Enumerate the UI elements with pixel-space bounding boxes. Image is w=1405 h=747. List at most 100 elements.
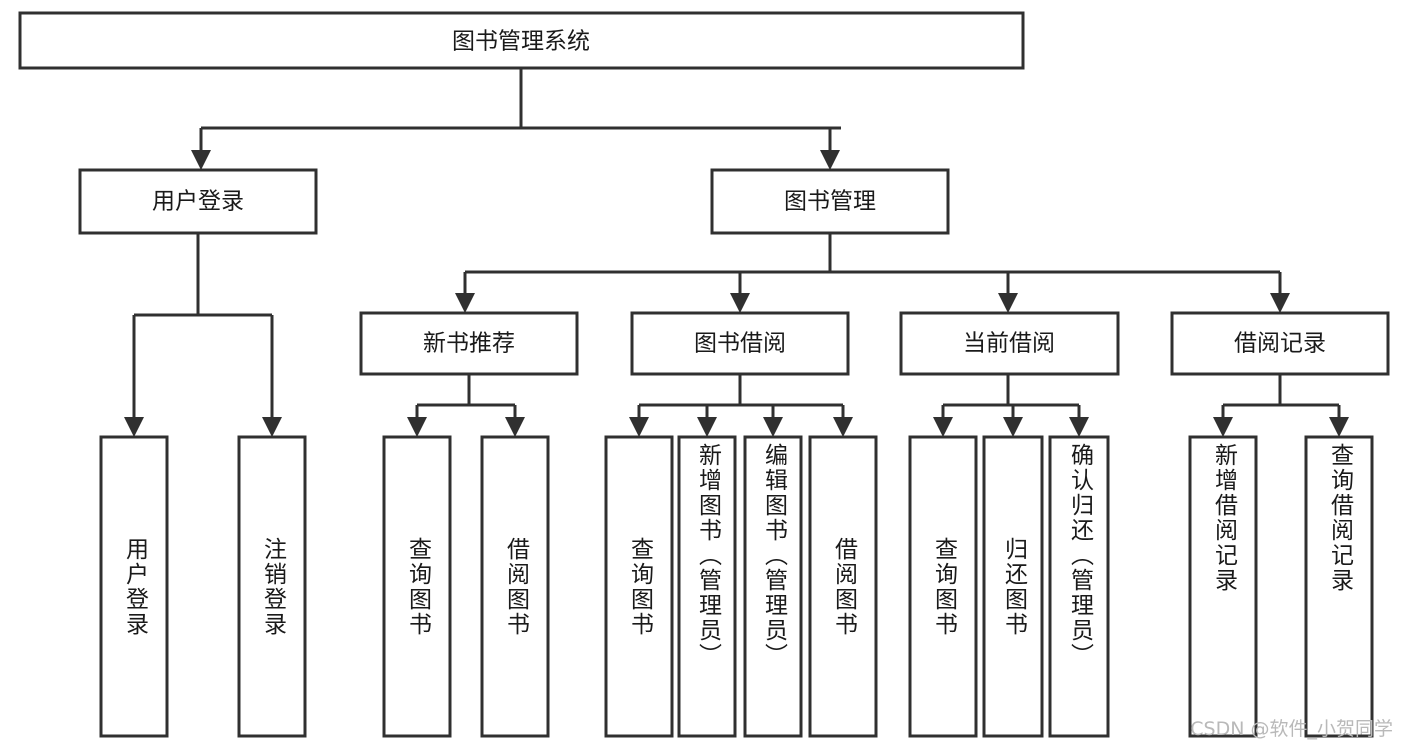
node-leaf-query-book-2-box[interactable] xyxy=(604,435,674,738)
node-leaf-return-book-label-box: 归还图书 xyxy=(984,437,1042,736)
arrowhead-user-login xyxy=(191,150,211,170)
node-leaf-edit-book-label: 编辑图书（管理员） xyxy=(760,443,787,668)
node-borrow-record-label: 借阅记录 xyxy=(1234,331,1326,357)
arrowhead-leaf-edit-book xyxy=(763,417,783,437)
node-leaf-borrow-book-2-label: 借阅图书 xyxy=(830,536,857,637)
arrowhead-leaf-query-book-2 xyxy=(629,417,649,437)
node-leaf-user-login[interactable]: 用户登录 xyxy=(99,435,169,738)
node-borrow-record[interactable]: 借阅记录 xyxy=(1170,311,1390,376)
node-leaf-borrow-book-1[interactable]: 借阅图书 xyxy=(480,435,550,738)
arrowhead-leaf-return-book xyxy=(1003,417,1023,437)
node-leaf-return-book-label-wrap: 归还图书 xyxy=(984,437,1042,736)
node-leaf-confirm-return[interactable]: 确认归还（管理员） xyxy=(1048,435,1110,738)
node-leaf-add-book-label: 新增图书（管理员） xyxy=(694,443,721,668)
node-leaf-query-book-3-label-box: 查询图书 xyxy=(910,437,976,736)
arrowhead-leaf-borrow-book-1 xyxy=(505,417,525,437)
arrowhead-leaf-query-book-1 xyxy=(407,417,427,437)
node-leaf-borrow-book-2-label-box: 借阅图书 xyxy=(810,437,876,736)
node-current-borrow-box[interactable] xyxy=(899,311,1120,376)
node-root-label: 图书管理系统 xyxy=(452,29,590,55)
node-leaf-user-login-box[interactable] xyxy=(99,435,169,738)
node-leaf-query-record-box[interactable] xyxy=(1304,435,1374,738)
node-new-book-rec-box[interactable] xyxy=(359,311,579,376)
node-leaf-logout-label: 注销登录 xyxy=(259,536,286,637)
node-root-box[interactable] xyxy=(18,11,1025,70)
arrowhead-borrow-record xyxy=(1270,293,1290,313)
node-current-borrow-label: 当前借阅 xyxy=(963,331,1055,357)
node-book-borrow-box[interactable] xyxy=(630,311,850,376)
node-leaf-query-book-2-label-box: 查询图书 xyxy=(606,437,672,736)
arrowhead-leaf-user-login xyxy=(124,417,144,437)
node-leaf-add-book-box[interactable] xyxy=(677,435,737,738)
node-leaf-confirm-return-label-wrap: 确认归还（管理员） xyxy=(1050,437,1108,736)
node-leaf-logout-box[interactable] xyxy=(237,435,307,738)
node-new-book-rec[interactable]: 新书推荐 xyxy=(359,311,579,376)
node-leaf-query-book-1[interactable]: 查询图书 xyxy=(382,435,452,738)
node-leaf-query-book-3-label: 查询图书 xyxy=(930,536,957,637)
arrowhead-leaf-confirm-return xyxy=(1069,417,1089,437)
node-layer: 图书管理系统 用户登录 图书管理 新书推荐 图书借阅 当前 xyxy=(18,11,1390,376)
node-user-login[interactable]: 用户登录 xyxy=(78,168,318,235)
node-leaf-borrow-book-1-label-wrap: 借阅图书 xyxy=(482,437,548,736)
node-leaf-return-book-label: 归还图书 xyxy=(1000,536,1027,637)
node-leaf-edit-book-box[interactable] xyxy=(743,435,803,738)
node-leaf-borrow-book-1-label-box: 借阅图书 xyxy=(482,437,548,736)
node-leaf-query-book-3-box[interactable] xyxy=(908,435,978,738)
node-leaf-edit-book[interactable]: 编辑图书（管理员） xyxy=(743,435,803,738)
node-leaf-add-book-label-wrap: 新增图书（管理员） xyxy=(679,437,735,736)
node-borrow-record-box[interactable] xyxy=(1170,311,1390,376)
node-leaf-user-login-label-box: 用户登录 xyxy=(101,437,167,736)
node-user-login-label: 用户登录 xyxy=(152,189,244,215)
node-leaf-return-book-box[interactable] xyxy=(982,435,1044,738)
node-leaf-borrow-book-2[interactable]: 借阅图书 xyxy=(808,435,878,738)
node-leaf-edit-book-label-wrap: 编辑图书（管理员） xyxy=(745,437,801,736)
node-leaf-confirm-return-label-box: 确认归还（管理员） xyxy=(1050,437,1108,736)
node-leaf-query-record[interactable]: 查询借阅记录 xyxy=(1304,435,1374,738)
node-leaf-add-record-label-wrap: 新增借阅记录 xyxy=(1190,437,1256,736)
node-leaf-query-book-1-label-box: 查询图书 xyxy=(384,437,450,736)
node-current-borrow[interactable]: 当前借阅 xyxy=(899,311,1120,376)
node-leaf-query-record-label-box: 查询借阅记录 xyxy=(1306,437,1372,736)
node-book-borrow-label: 图书借阅 xyxy=(694,331,786,357)
node-leaf-add-record-label: 新增借阅记录 xyxy=(1210,443,1237,593)
node-leaf-add-book-label-box: 新增图书（管理员） xyxy=(679,437,735,736)
node-leaf-query-book-1-label-wrap: 查询图书 xyxy=(384,437,450,736)
node-leaf-edit-book-label-box: 编辑图书（管理员） xyxy=(745,437,801,736)
node-leaf-query-book-2[interactable]: 查询图书 xyxy=(604,435,674,738)
node-book-manage-label: 图书管理 xyxy=(784,189,876,215)
node-leaf-query-book-2-label-wrap: 查询图书 xyxy=(606,437,672,736)
node-leaf-query-book-3-label-wrap: 查询图书 xyxy=(910,437,976,736)
node-leaf-add-record-box[interactable] xyxy=(1188,435,1258,738)
node-leaf-user-login-label: 用户登录 xyxy=(121,536,148,637)
arrowhead-leaf-add-book xyxy=(697,417,717,437)
node-leaf-add-record-label-box: 新增借阅记录 xyxy=(1190,437,1256,736)
node-root[interactable]: 图书管理系统 xyxy=(18,11,1025,70)
arrowhead-leaf-query-record xyxy=(1329,417,1349,437)
node-leaf-query-book-2-label: 查询图书 xyxy=(626,536,653,637)
node-leaf-borrow-book-2-box[interactable] xyxy=(808,435,878,738)
node-leaf-add-record[interactable]: 新增借阅记录 xyxy=(1188,435,1258,738)
node-user-login-box[interactable] xyxy=(78,168,318,235)
node-book-borrow[interactable]: 图书借阅 xyxy=(630,311,850,376)
node-leaf-borrow-book-1-box[interactable] xyxy=(480,435,550,738)
node-leaf-borrow-book-2-label-wrap: 借阅图书 xyxy=(810,437,876,736)
node-leaf-confirm-return-box[interactable] xyxy=(1048,435,1110,738)
node-leaf-logout-label-wrap: 注销登录 xyxy=(239,437,305,736)
node-leaf-query-book-1-box[interactable] xyxy=(382,435,452,738)
arrowhead-leaf-add-record xyxy=(1213,417,1233,437)
node-book-manage-box[interactable] xyxy=(710,168,950,235)
node-leaf-add-book[interactable]: 新增图书（管理员） xyxy=(677,435,737,738)
node-leaf-logout[interactable]: 注销登录 xyxy=(237,435,307,738)
node-book-manage[interactable]: 图书管理 xyxy=(710,168,950,235)
node-leaf-confirm-return-label: 确认归还（管理员） xyxy=(1066,443,1093,668)
arrowhead-book-manage xyxy=(820,150,840,170)
node-leaf-user-login-label-wrap: 用户登录 xyxy=(101,437,167,736)
node-leaf-query-book-3[interactable]: 查询图书 xyxy=(908,435,978,738)
node-leaf-return-book[interactable]: 归还图书 xyxy=(982,435,1044,738)
node-leaf-logout-label-box: 注销登录 xyxy=(239,437,305,736)
arrowhead-book-borrow xyxy=(730,293,750,313)
arrowhead-new-book-rec xyxy=(455,293,475,313)
node-leaf-query-book-1-label: 查询图书 xyxy=(404,536,431,637)
